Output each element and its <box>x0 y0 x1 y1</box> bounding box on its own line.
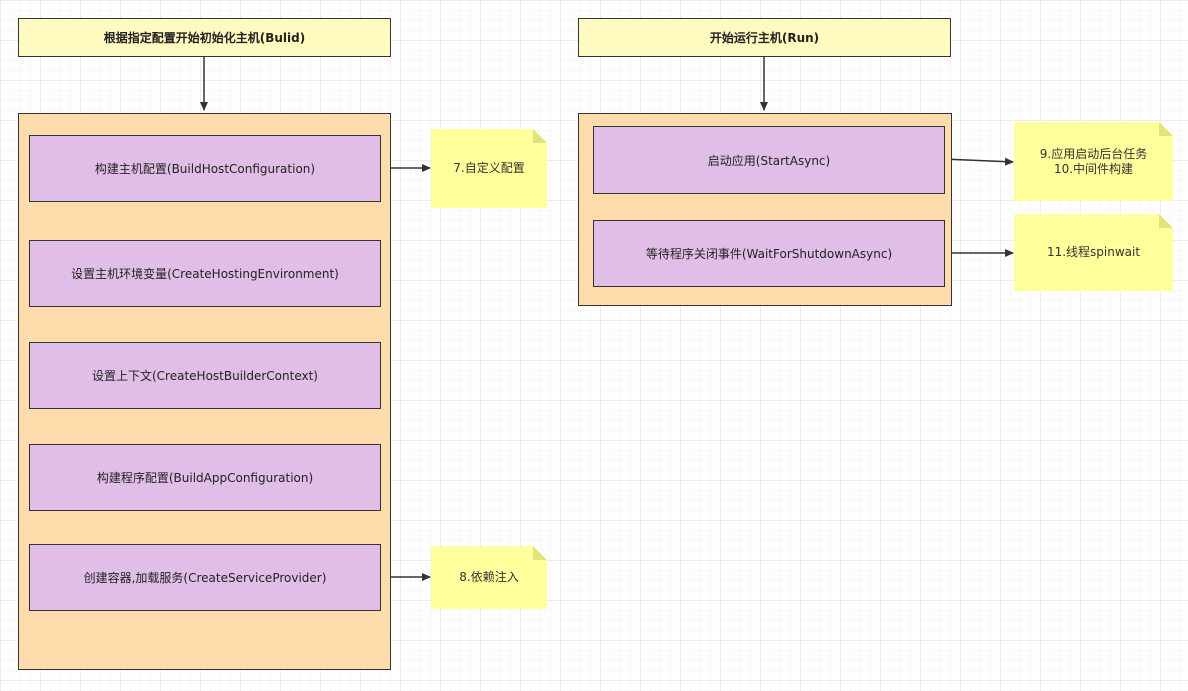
step-create-service-provider[interactable]: 创建容器,加载服务(CreateServiceProvider) <box>29 544 381 611</box>
note-dependency-injection[interactable]: 8.依赖注入 <box>431 546 547 609</box>
note-custom-config[interactable]: 7.自定义配置 <box>431 129 547 208</box>
arrow-to-note-start <box>943 157 1014 166</box>
note-start-tasks[interactable]: 9.应用启动后台任务 10.中间件构建 <box>1014 122 1173 201</box>
note-spinwait[interactable]: 11.线程spinwait <box>1014 214 1173 291</box>
note-di-text: 8.依赖注入 <box>459 570 519 584</box>
step-create-host-builder-context[interactable]: 设置上下文(CreateHostBuilderContext) <box>29 342 381 409</box>
step-wait-for-shutdown-async[interactable]: 等待程序关闭事件(WaitForShutdownAsync) <box>593 220 945 287</box>
run-title[interactable]: 开始运行主机(Run) <box>578 18 951 57</box>
note-start-line1: 9.应用启动后台任务 <box>1039 146 1148 161</box>
note-custom-config-text: 7.自定义配置 <box>453 161 525 175</box>
note-spinwait-text: 11.线程spinwait <box>1046 245 1141 259</box>
step-build-host-configuration[interactable]: 构建主机配置(BuildHostConfiguration) <box>29 135 381 202</box>
step-build-app-configuration[interactable]: 构建程序配置(BuildAppConfiguration) <box>29 444 381 511</box>
step-start-async[interactable]: 启动应用(StartAsync) <box>593 126 945 194</box>
step-create-hosting-environment[interactable]: 设置主机环境变量(CreateHostingEnvironment) <box>29 240 381 307</box>
note-start-line2: 10.中间件构建 <box>1053 161 1134 176</box>
build-title[interactable]: 根据指定配置开始初始化主机(Bulid) <box>18 18 391 57</box>
